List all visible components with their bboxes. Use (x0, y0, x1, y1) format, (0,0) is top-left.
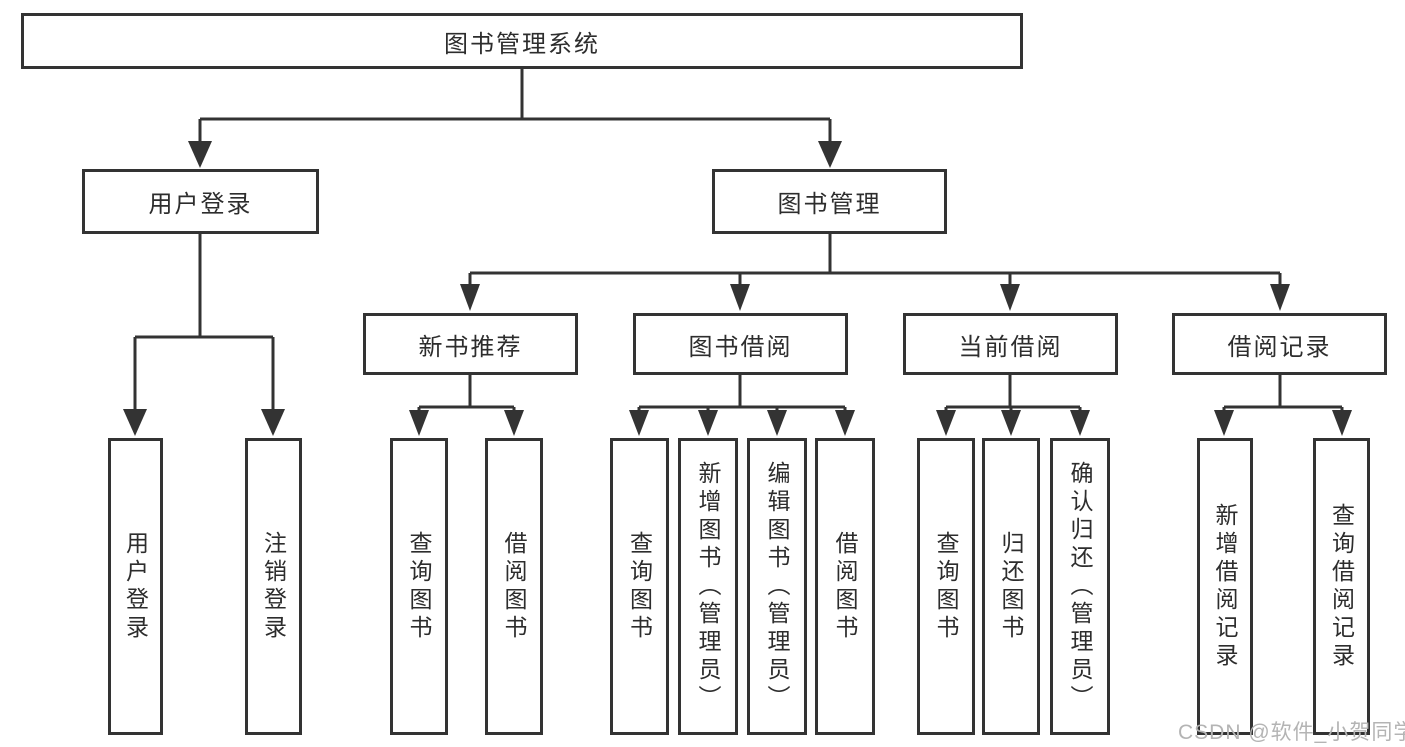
node-library-management-system: 图书管理系统 (21, 13, 1023, 69)
leaf-borrow-books: 借阅图书 (815, 438, 875, 735)
leaf-query-books-recommend: 查询图书 (390, 438, 448, 735)
leaf-confirm-return-admin: 确认归还（管理员） (1050, 438, 1110, 735)
leaf-borrow-books-recommend: 借阅图书 (485, 438, 543, 735)
watermark: CSDN @软件_小贺同学 (1178, 721, 1405, 744)
leaf-logout: 注销登录 (245, 438, 302, 735)
node-book-borrowing: 图书借阅 (633, 313, 848, 375)
node-new-book-recommend: 新书推荐 (363, 313, 578, 375)
leaf-query-books-current: 查询图书 (917, 438, 975, 735)
leaf-add-books-admin: 新增图书（管理员） (678, 438, 738, 735)
node-borrowing-records: 借阅记录 (1172, 313, 1387, 375)
node-book-management: 图书管理 (712, 169, 947, 234)
node-current-borrowing: 当前借阅 (903, 313, 1118, 375)
node-user-login: 用户登录 (82, 169, 319, 234)
leaf-return-books: 归还图书 (982, 438, 1040, 735)
leaf-user-login: 用户登录 (108, 438, 163, 735)
leaf-add-borrow-record: 新增借阅记录 (1197, 438, 1253, 735)
leaf-query-books-borrowing: 查询图书 (610, 438, 669, 735)
leaf-edit-books-admin: 编辑图书（管理员） (747, 438, 807, 735)
leaf-query-borrow-record: 查询借阅记录 (1313, 438, 1370, 735)
